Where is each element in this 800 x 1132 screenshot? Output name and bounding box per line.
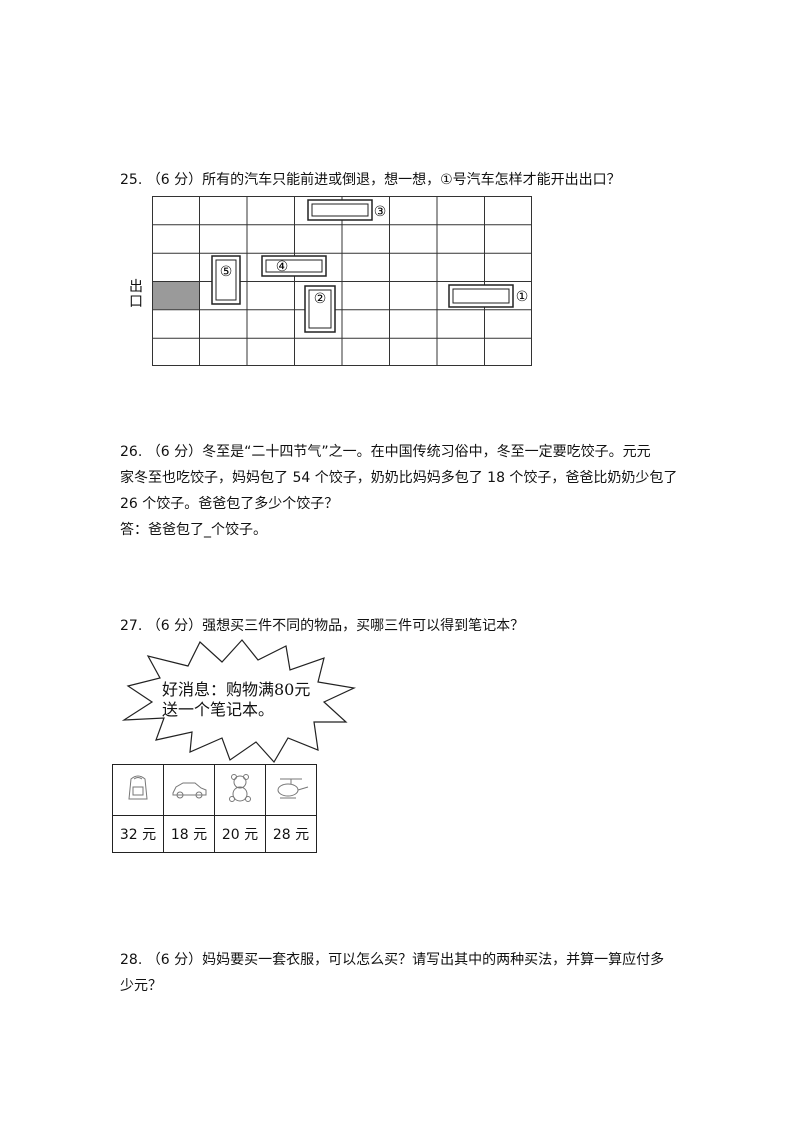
teddy-bear-icon [229,774,251,802]
price-backpack: 32 元 [112,815,164,853]
grid-lines [152,196,532,366]
item-cell-helicopter [265,764,317,816]
car-4 [261,255,327,277]
item-price-row: 32 元 18 元 20 元 28 元 [112,815,317,853]
promo-line-1: 好消息：购物满80元 [162,680,311,699]
q28-line-2: 少元？ [120,978,162,994]
car-1 [448,284,514,308]
q26-line-1: 26. （6 分）冬至是“二十四节气”之一。在中国传统习俗中，冬至一定要吃饺子。… [120,444,651,460]
backpack-icon [128,775,148,800]
price-bear: 20 元 [214,815,266,853]
q26-answer: 答：爸爸包了_个饺子。 [120,522,267,538]
car-1-label: ① [516,289,529,305]
item-cell-backpack [112,764,164,816]
car-3 [307,199,373,221]
exit-cell [152,281,200,310]
car-5-label: ⑤ [220,264,233,280]
promo-text: 好消息：购物满80元 送一个笔记本。 [162,680,310,720]
toy-helicopter-icon [277,778,309,799]
item-cell-car [163,764,215,816]
car-2 [304,285,336,333]
q25-text: 25. （6 分）所有的汽车只能前进或倒退，想一想，①号汽车怎样才能开出出口？ [120,172,621,188]
car-4-label: ④ [276,259,289,275]
price-car: 18 元 [163,815,215,853]
car-3-label: ③ [374,204,387,220]
exit-label: 出 口 [126,280,146,310]
item-image-row [112,764,317,816]
q28-line-1: 28. （6 分）妈妈要买一套衣服，可以怎么买？请写出其中的两种买法，并算一算应… [120,952,665,968]
toy-car-icon [172,782,207,799]
exit-char-2: 口 [129,294,143,310]
price-table: 32 元 18 元 20 元 28 元 [112,764,317,853]
q26-line-3: 26 个饺子。爸爸包了多少个饺子？ [120,496,339,512]
q27-text: 27. （6 分）强想买三件不同的物品，买哪三件可以得到笔记本？ [120,618,525,634]
car-2-label: ② [314,291,327,307]
promo-starburst [118,638,358,764]
exit-char-1: 出 [129,279,143,295]
q26-line-2: 家冬至也吃饺子，妈妈包了 54 个饺子，奶奶比妈妈多包了 18 个饺子，爸爸比奶… [120,470,678,486]
parking-grid: ③ ④ ⑤ ② ① [152,196,532,366]
promo-line-2: 送一个笔记本。 [162,700,275,719]
item-cell-bear [214,764,266,816]
price-helicopter: 28 元 [265,815,317,853]
car-5 [211,255,241,305]
